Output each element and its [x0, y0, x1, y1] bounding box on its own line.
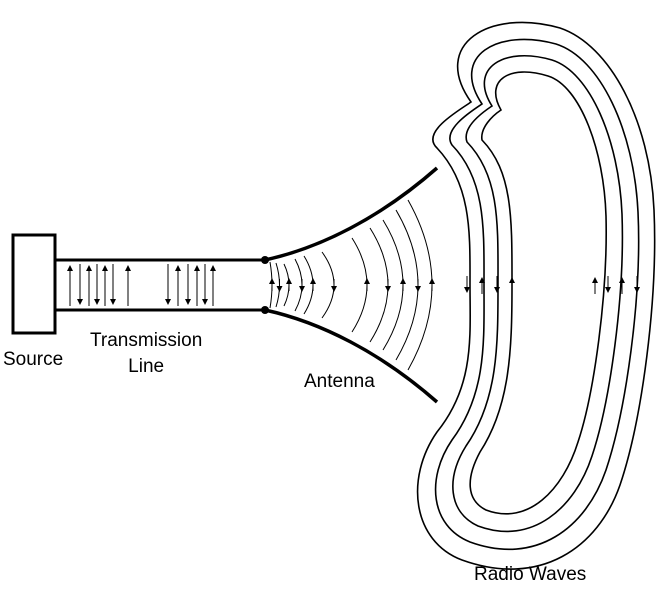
antenna-field-arc: [382, 219, 404, 351]
radio-wave-loop-2: [434, 38, 640, 551]
transmission-line-label: Transmission Line: [90, 328, 202, 380]
antenna-field-arc: [369, 227, 389, 343]
source-box: [11, 233, 57, 335]
antenna-field-lines: [269, 199, 435, 371]
antenna-field-arc: [407, 199, 433, 371]
radio-wave-arrows: [464, 276, 640, 294]
antenna-field-arc: [303, 255, 314, 315]
transmission-line-label-line2: Line: [128, 356, 165, 377]
radio-wave-loop-1: [416, 21, 656, 570]
antenna-upper-element: [264, 166, 439, 262]
transmission-line-label-line1: Transmission: [90, 330, 203, 351]
source-label: Source: [3, 349, 64, 370]
radio-waves-label: Radio Waves: [474, 564, 587, 585]
antenna-field-arc: [351, 237, 368, 333]
radio-wave-loops: [416, 21, 656, 570]
antenna-field-arc: [321, 251, 335, 319]
antenna-field-arc: [294, 258, 303, 312]
antenna-field-arc: [395, 209, 419, 361]
radio-wave-loop-4: [469, 71, 607, 515]
transmission-field-lines: [67, 264, 216, 306]
radio-wave-loop-3: [452, 55, 624, 533]
antenna-label: Antenna: [304, 371, 375, 392]
antenna-lower-element: [264, 308, 439, 404]
antenna-field-arc: [275, 262, 280, 308]
antenna-field-arc: [283, 263, 290, 307]
